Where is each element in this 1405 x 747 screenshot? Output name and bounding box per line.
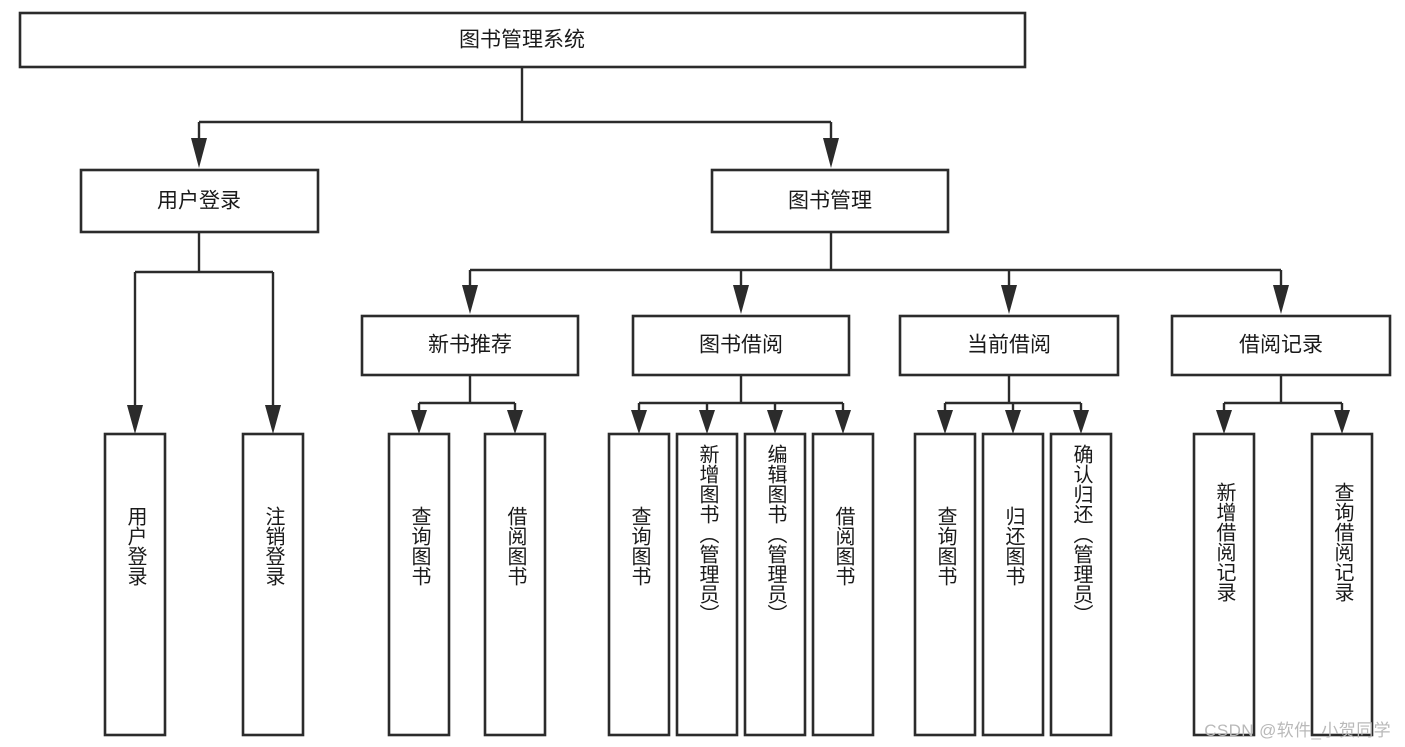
connector-group-book-borrow bbox=[631, 375, 851, 434]
node-leaf-box[interactable] bbox=[1049, 432, 1113, 737]
node-leaf-label: 查询图书 bbox=[934, 506, 957, 586]
node-leaf[interactable]: 借阅图书 bbox=[811, 432, 875, 737]
node-leaf-box[interactable] bbox=[1192, 432, 1256, 737]
arrow-root-to-user-login bbox=[191, 138, 207, 168]
node-leaf-label: 编辑图书（管理员） bbox=[764, 444, 787, 624]
connector-group-borrow-record bbox=[1216, 375, 1350, 434]
node-book-manage[interactable]: 图书管理 bbox=[710, 168, 950, 234]
node-root-box[interactable] bbox=[18, 11, 1027, 69]
node-leaf[interactable]: 查询图书 bbox=[913, 432, 977, 737]
node-leaf[interactable]: 查询借阅记录 bbox=[1310, 432, 1374, 737]
node-leaf[interactable]: 借阅图书 bbox=[483, 432, 547, 737]
node-leaf[interactable]: 确认归还（管理员） bbox=[1049, 432, 1113, 737]
node-user-login-box[interactable] bbox=[79, 168, 320, 234]
node-leaf[interactable]: 用户登录 bbox=[103, 432, 167, 737]
node-book-manage-box[interactable] bbox=[710, 168, 950, 234]
node-leaf-box[interactable] bbox=[1310, 432, 1374, 737]
arrow-bookborrow-leaf-3 bbox=[767, 410, 783, 434]
node-leaf-box[interactable] bbox=[607, 432, 671, 737]
node-leaf-box[interactable] bbox=[675, 432, 739, 737]
arrow-borrowrecord-leaf-1 bbox=[1216, 410, 1232, 434]
arrow-bookmanage-to-record bbox=[1273, 285, 1289, 314]
node-new-book-recommend-label: 新书推荐 bbox=[428, 334, 512, 357]
node-leaf-label: 借阅图书 bbox=[504, 506, 527, 586]
node-leaf-box[interactable] bbox=[743, 432, 807, 737]
node-leaf[interactable]: 查询图书 bbox=[387, 432, 451, 737]
node-current-borrow-label: 当前借阅 bbox=[967, 334, 1051, 357]
node-root[interactable]: 图书管理系统 bbox=[18, 11, 1027, 69]
node-leaf-label: 确认归还（管理员） bbox=[1070, 444, 1093, 624]
arrow-currentborrow-leaf-1 bbox=[937, 410, 953, 434]
node-book-borrow-label: 图书借阅 bbox=[699, 334, 783, 357]
node-borrow-record[interactable]: 借阅记录 bbox=[1170, 314, 1392, 377]
arrow-newbook-leaf-1 bbox=[411, 410, 427, 434]
connector-group-new-book bbox=[411, 375, 523, 434]
node-leaf-label: 查询图书 bbox=[628, 506, 651, 586]
node-current-borrow-box[interactable] bbox=[898, 314, 1120, 377]
node-leaf[interactable]: 编辑图书（管理员） bbox=[743, 432, 807, 737]
node-borrow-record-label: 借阅记录 bbox=[1239, 334, 1323, 357]
node-leaf[interactable]: 注销登录 bbox=[241, 432, 305, 737]
arrow-bookmanage-to-new-book bbox=[462, 285, 478, 314]
node-leaf-label: 归还图书 bbox=[1002, 506, 1025, 586]
arrow-currentborrow-leaf-2 bbox=[1005, 410, 1021, 434]
connector-group-user-login bbox=[127, 232, 281, 434]
connector-group-root bbox=[191, 67, 839, 168]
node-book-borrow-box[interactable] bbox=[631, 314, 851, 377]
node-leaf-label: 借阅图书 bbox=[832, 506, 855, 586]
node-leaf-label: 查询图书 bbox=[408, 506, 431, 586]
arrow-bookmanage-to-borrow bbox=[733, 285, 749, 314]
node-leaf[interactable]: 查询图书 bbox=[607, 432, 671, 737]
node-leaf-label: 用户登录 bbox=[124, 506, 147, 586]
node-leaf-box[interactable] bbox=[103, 432, 167, 737]
arrow-userlogin-leaf-1 bbox=[127, 405, 143, 434]
connector-group-book-manage bbox=[462, 232, 1289, 314]
node-leaf-box[interactable] bbox=[811, 432, 875, 737]
arrow-bookborrow-leaf-4 bbox=[835, 410, 851, 434]
arrow-bookborrow-leaf-1 bbox=[631, 410, 647, 434]
node-leaf-box[interactable] bbox=[241, 432, 305, 737]
node-root-label: 图书管理系统 bbox=[459, 29, 585, 52]
node-borrow-record-box[interactable] bbox=[1170, 314, 1392, 377]
arrow-bookborrow-leaf-2 bbox=[699, 410, 715, 434]
arrow-currentborrow-leaf-3 bbox=[1073, 410, 1089, 434]
node-leaf[interactable]: 新增借阅记录 bbox=[1192, 432, 1256, 737]
arrow-newbook-leaf-2 bbox=[507, 410, 523, 434]
node-leaf-box[interactable] bbox=[981, 432, 1045, 737]
node-new-book-recommend-box[interactable] bbox=[360, 314, 580, 377]
node-leaf-label: 注销登录 bbox=[262, 506, 285, 586]
node-leaf-label: 查询借阅记录 bbox=[1331, 482, 1354, 602]
arrow-bookmanage-to-current bbox=[1001, 285, 1017, 314]
node-leaf-box[interactable] bbox=[913, 432, 977, 737]
arrow-root-to-book-manage bbox=[823, 138, 839, 168]
node-leaf-label: 新增借阅记录 bbox=[1213, 482, 1236, 602]
node-leaf[interactable]: 归还图书 bbox=[981, 432, 1045, 737]
connector-group-current-borrow bbox=[937, 375, 1089, 434]
node-leaf-box[interactable] bbox=[483, 432, 547, 737]
node-book-manage-label: 图书管理 bbox=[788, 190, 872, 213]
node-leaf-label: 新增图书（管理员） bbox=[696, 444, 719, 624]
node-user-login[interactable]: 用户登录 bbox=[79, 168, 320, 234]
node-book-borrow[interactable]: 图书借阅 bbox=[631, 314, 851, 377]
node-current-borrow[interactable]: 当前借阅 bbox=[898, 314, 1120, 377]
node-user-login-label: 用户登录 bbox=[157, 190, 241, 213]
arrow-borrowrecord-leaf-2 bbox=[1334, 410, 1350, 434]
node-new-book-recommend[interactable]: 新书推荐 bbox=[360, 314, 580, 377]
arrow-userlogin-leaf-2 bbox=[265, 405, 281, 434]
node-leaf[interactable]: 新增图书（管理员） bbox=[675, 432, 739, 737]
node-leaf-box[interactable] bbox=[387, 432, 451, 737]
